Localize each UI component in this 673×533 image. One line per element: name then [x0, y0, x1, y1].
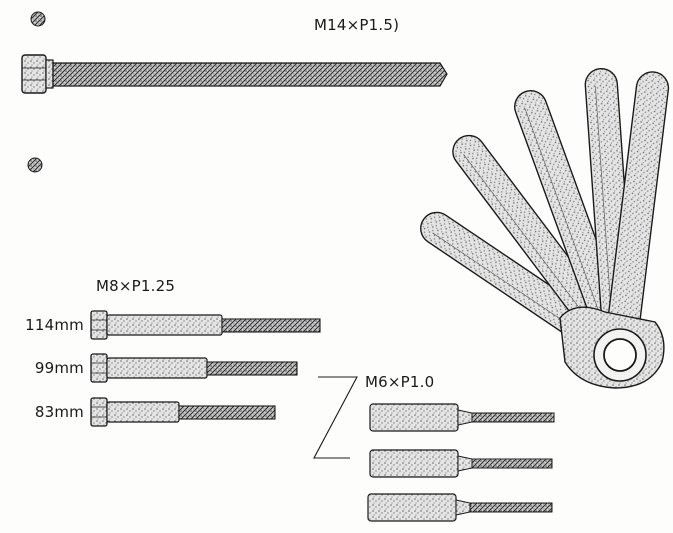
bullet-mark-top: [30, 11, 46, 27]
m6-bolt-3: [367, 493, 553, 522]
folding-hex-key-set: [420, 67, 670, 389]
m8-bolt-99mm: [90, 353, 298, 383]
length-label-83mm: 83mm: [34, 403, 84, 421]
hex-key-pivot-hole: [603, 338, 637, 372]
bullet-mark-middle: [27, 157, 43, 173]
length-label-99mm: 99mm: [34, 359, 84, 377]
m6-label: M6×P1.0: [365, 373, 435, 391]
m14-bolt-flange: [45, 59, 54, 89]
m8-bolt-114mm: [90, 310, 321, 340]
length-label-114mm: 114mm: [25, 316, 84, 334]
m14-bolt: [21, 54, 448, 94]
m14-label: M14×P1.5): [314, 16, 400, 34]
m6-bolt-1: [369, 403, 555, 432]
leader-line: [313, 376, 358, 459]
m8-label: M8×P1.25: [96, 277, 176, 295]
m8-bolt-83mm: [90, 397, 276, 427]
m14-bolt-shank: [52, 62, 448, 87]
m14-bolt-head: [21, 54, 47, 94]
m6-bolt-2: [369, 449, 553, 478]
